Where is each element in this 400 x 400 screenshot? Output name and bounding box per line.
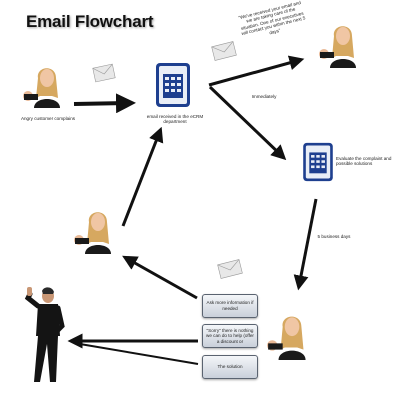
ecrm-building-icon [156, 63, 190, 107]
sorry-box: "Sorry" there is nothing we can do to he… [202, 324, 258, 348]
solution-box: The solution [202, 355, 258, 379]
five-days-label: 5 business days [317, 234, 351, 239]
response-customer-person [267, 316, 306, 360]
page-title: Email Flowchart [26, 12, 154, 31]
arrow-evaluate-down [293, 198, 318, 291]
evaluate-building-icon [303, 142, 333, 182]
reply-customer-person [319, 26, 356, 68]
waiting-customer-person [74, 212, 111, 254]
ask-more-info-box: Ask more information if needed [202, 294, 258, 318]
angry-customer-person [23, 68, 60, 108]
arrow-ecrm-to-reply [208, 55, 305, 87]
envelope-icon [211, 41, 237, 61]
arrow-complaint-to-ecrm [73, 93, 136, 114]
angry-customer-label: Angry customer complains [20, 116, 76, 121]
evaluate-label: Evaluate the complaint and possible solu… [336, 156, 392, 167]
arrow-ecrm-to-evaluate [208, 85, 287, 161]
email-received-label: email received in the eCRM department [146, 114, 204, 125]
arrow-solution-to-man [73, 342, 199, 365]
arrow-boxes-to-customer [122, 255, 198, 300]
envelope-icon [217, 259, 243, 279]
envelope-icon [92, 63, 116, 83]
immediately-label: Immediately [251, 94, 277, 99]
satisfied-customer-person [24, 287, 65, 382]
arrow-customer-to-ecrm [121, 126, 164, 227]
